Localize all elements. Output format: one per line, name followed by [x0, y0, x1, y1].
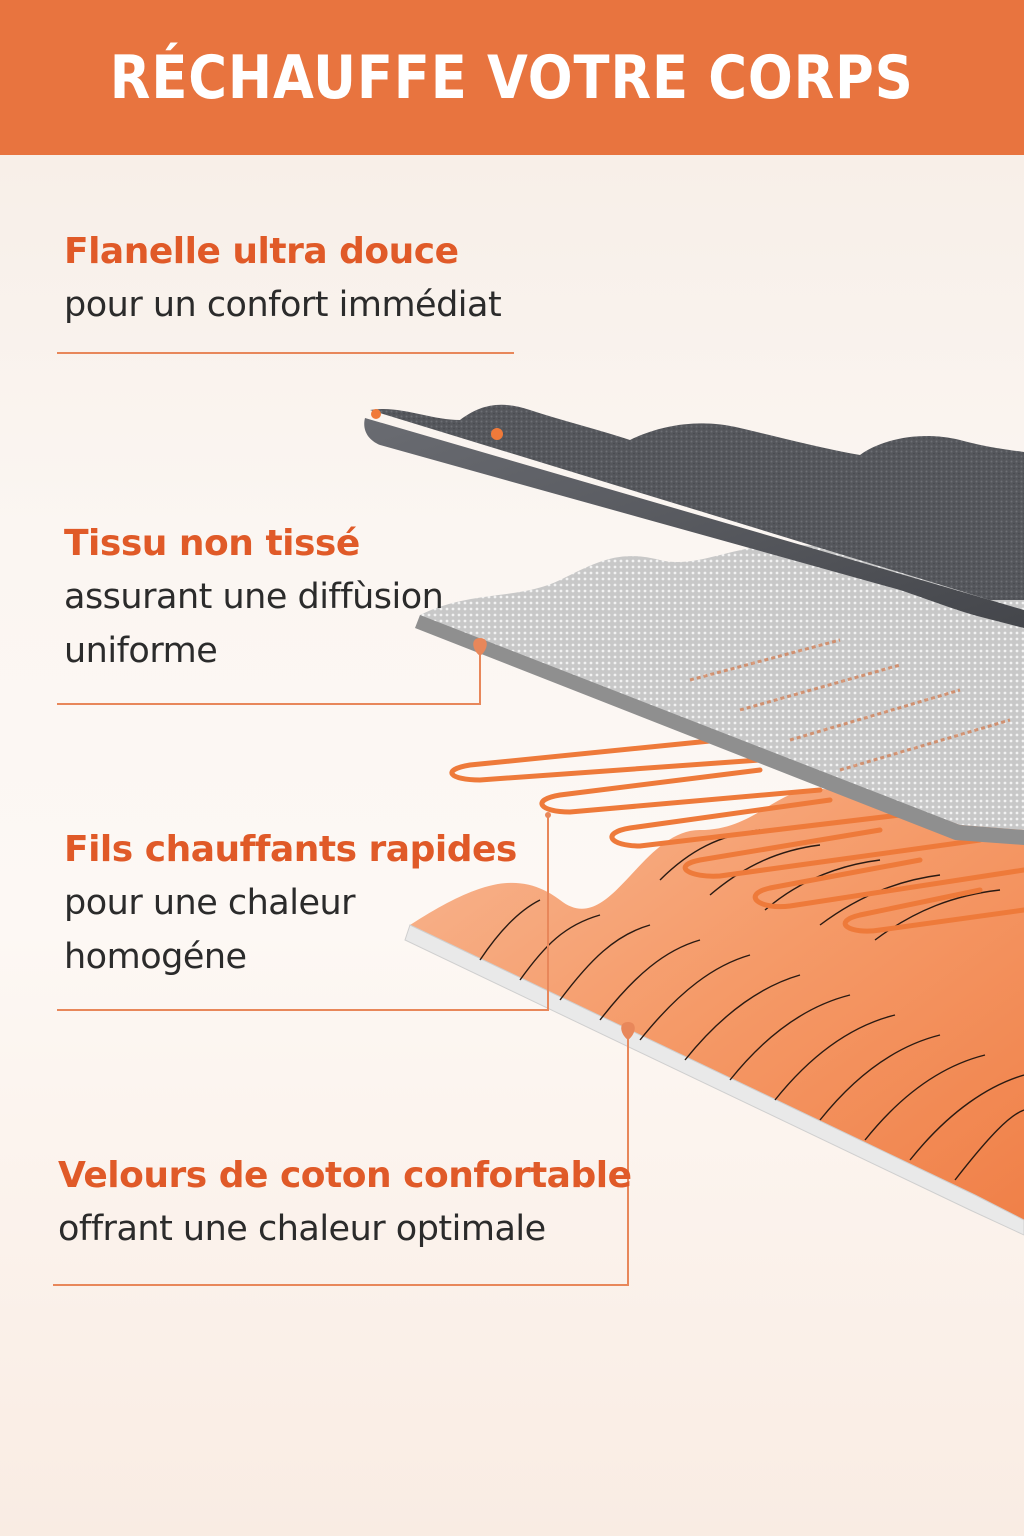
- header-banner: RÉCHAUFFE VOTRE CORPS: [0, 0, 1024, 155]
- feature-non-woven: Tissu non tissé assurant une diffùsion u…: [64, 518, 444, 678]
- feature-flannel: Flanelle ultra douce pour un confort imm…: [64, 226, 502, 332]
- feature-description: offrant une chaleur optimale: [58, 1209, 546, 1249]
- feature-cotton-velvet: Velours de coton confortable offrant une…: [58, 1150, 632, 1256]
- flannel-layer: [364, 404, 1024, 628]
- feature-title: Fils chauffants rapides: [64, 829, 517, 870]
- feature-description: assurant une diffùsion uniforme: [64, 577, 444, 671]
- page-title: RÉCHAUFFE VOTRE CORPS: [110, 42, 914, 113]
- feature-description: pour un confort immédiat: [64, 285, 502, 325]
- layers-illustration: [53, 352, 1024, 1286]
- velvet-layer: [404, 768, 1024, 1236]
- feature-description: pour une chaleur homogéne: [64, 883, 356, 977]
- mesh-layer: [415, 537, 1024, 845]
- feature-title: Velours de coton confortable: [58, 1155, 632, 1196]
- feature-title: Tissu non tissé: [64, 523, 360, 564]
- feature-heating-wires: Fils chauffants rapides pour une chaleur…: [64, 824, 517, 984]
- feature-title: Flanelle ultra douce: [64, 231, 459, 272]
- heating-wires-layer: [449, 737, 1024, 934]
